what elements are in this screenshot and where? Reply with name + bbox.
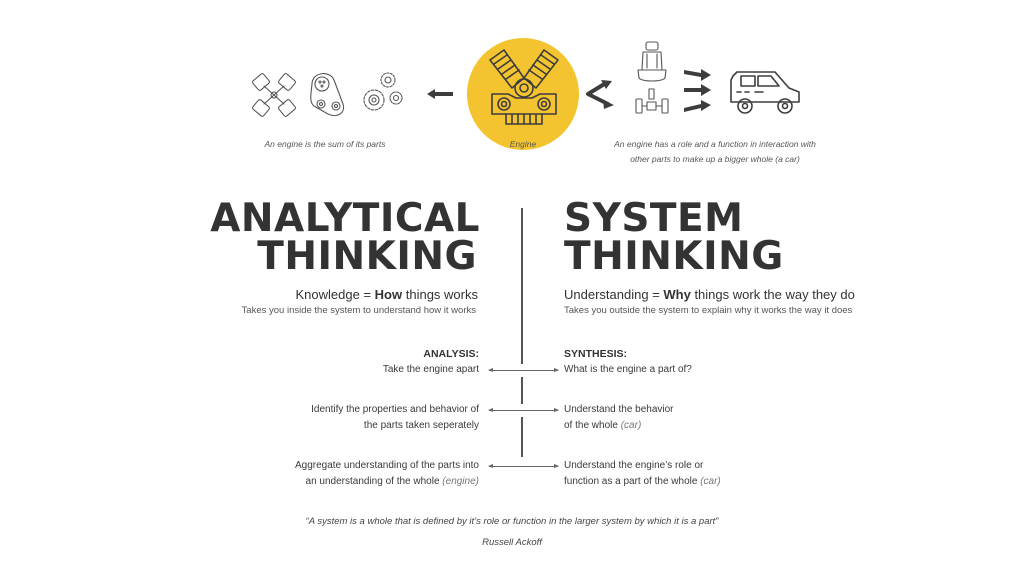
analysis-heading: ANALYSIS:: [423, 348, 479, 360]
parts-illustration: [250, 66, 410, 122]
analysis-row-2: Identify the properties and behavior of …: [311, 402, 479, 434]
analytical-lead-prefix: Knowledge =: [295, 287, 375, 302]
analysis-row-1-line1: Take the engine apart: [382, 364, 479, 375]
row-1-double-arrow: [488, 368, 559, 372]
analytical-sub: Takes you inside the system to understan…: [241, 305, 476, 316]
system-lead-bold: Why: [663, 287, 691, 302]
system-lead: Understanding = Why things work the way …: [564, 287, 855, 302]
engine-icon: [489, 49, 559, 125]
analytical-lead: Knowledge = How things works: [296, 287, 478, 302]
analysis-row-3: Aggregate understanding of the parts int…: [295, 458, 479, 490]
synthesis-row-1: What is the engine a part of?: [564, 362, 692, 378]
synthesis-row-3-line2: function as a part of the whole: [564, 476, 701, 487]
analytical-title-line1: ANALYTICAL: [210, 196, 480, 241]
analysis-row-3-line1: Aggregate understanding of the parts int…: [294, 460, 479, 471]
analytical-lead-bold: How: [374, 287, 403, 302]
system-title-line2: THINKING: [564, 234, 784, 279]
ackoff-quote: “A system is a whole that is defined by …: [305, 516, 719, 527]
synthesis-row-3: Understand the engine’s role or function…: [564, 458, 721, 490]
arrow-right-icon: [684, 69, 711, 112]
engine-circle: [467, 38, 579, 150]
synthesis-row-2-line1: Understand the behavior: [564, 404, 674, 415]
synthesis-row-2: Understand the behavior of the whole (ca…: [564, 402, 674, 434]
analytical-lead-suffix: things works: [402, 287, 478, 302]
row-2-double-arrow: [488, 408, 559, 412]
synthesis-row-3-line1: Understand the engine’s role or: [564, 460, 704, 471]
synthesis-row-1-line1: What is the engine a part of?: [564, 364, 692, 375]
whole-caption: An engine has a role and a function in i…: [610, 137, 820, 167]
timing-belt-icon: [310, 73, 345, 117]
engine-label: Engine: [509, 139, 537, 149]
center-divider: [521, 208, 523, 364]
system-title-line1: SYSTEM: [564, 196, 744, 241]
analysis-row-1: Take the engine apart: [383, 362, 479, 378]
analytical-title: ANALYTICAL THINKING: [210, 196, 480, 279]
whole-caption-line1: An engine has a role and a function in i…: [614, 139, 816, 149]
quote-author: Russell Ackoff: [482, 537, 542, 548]
analytical-title-line2: THINKING: [257, 234, 477, 279]
pistons-icon: [252, 73, 296, 117]
analysis-row-2-line2: the parts taken seperately: [363, 420, 479, 431]
gears-icon: [363, 72, 403, 111]
car-icon: [730, 71, 800, 114]
whole-caption-line2: other parts to make up a bigger whole (a…: [630, 154, 800, 164]
system-lead-suffix: things work the way they do: [690, 287, 855, 302]
synthesis-row-2-line2: of the whole: [564, 420, 621, 431]
arrow-left-icon: [427, 89, 453, 99]
analysis-row-2-line1: Identify the properties and behavior of: [311, 404, 479, 415]
center-divider-segment-2: [521, 377, 523, 404]
system-sub: Takes you outside the system to explain …: [564, 305, 853, 316]
synthesis-row-2-italic: (car): [620, 420, 642, 431]
center-divider-segment-3: [521, 417, 523, 457]
parts-caption: An engine is the sum of its parts: [264, 139, 386, 149]
row-3-double-arrow: [488, 464, 559, 468]
axle-icon: [635, 88, 669, 114]
car-seat-icon: [637, 41, 667, 82]
synthesis-heading: SYNTHESIS:: [564, 348, 628, 360]
zigzag-arrows-icon: [586, 80, 614, 109]
system-lead-prefix: Understanding =: [564, 287, 664, 302]
synthesis-row-3-italic: (car): [700, 476, 721, 487]
analysis-row-3-line2: an understanding of the whole: [305, 476, 443, 487]
system-title: SYSTEM THINKING: [564, 196, 784, 279]
analysis-row-3-italic: (engine): [442, 476, 479, 487]
